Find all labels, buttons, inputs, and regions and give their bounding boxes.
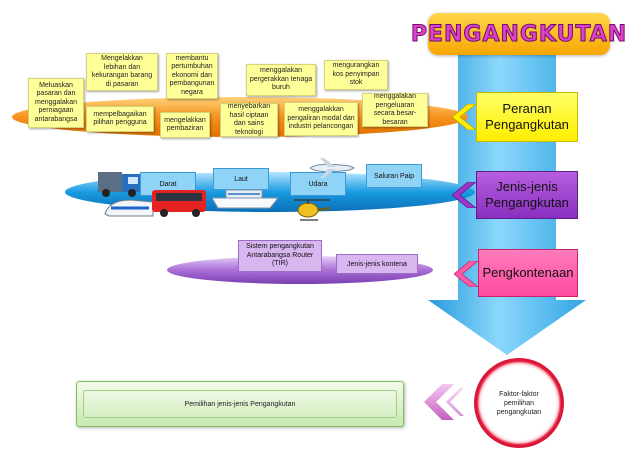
title-banner: PENGANGKUTAN [410, 13, 627, 55]
kontena-tir: Sistem pengangkutan Antarabangsa Router … [238, 240, 322, 272]
note-peranan-8: menggalakkan pengaliran modal dan indust… [284, 102, 358, 136]
pemilihan-label: Pemilihan jenis-jenis Pengangkutan [184, 400, 296, 408]
note-peranan-7: menggalakan pergerakkan tenaga buruh [246, 64, 316, 96]
helicopter-icon [294, 199, 331, 221]
chevron-left-icon [424, 384, 464, 420]
kontena-label: Pengkontenaan [482, 265, 574, 280]
kontena-jenis: Jenis-jenis kontena [336, 254, 418, 274]
note-peranan-6: menyebarkan hasil ciptaan dan sains tekn… [220, 103, 278, 137]
peranan-label: Peranan Pengangkutan [485, 101, 569, 132]
chevron-left-icon [452, 104, 476, 130]
kontena-box: Pengkontenaan [478, 249, 578, 297]
airplane-icon [309, 158, 356, 178]
note-peranan-3: mempelbagaikan pilihan pengguna [86, 106, 154, 132]
note-peranan-9: mengurangkan kos penyimpan stok [324, 60, 388, 90]
faktor-circle: Faktor-faktor pemilihan pengangkutan [474, 358, 564, 448]
chevron-left-icon [452, 182, 476, 208]
note-peranan-5: mengelakkan pembaziran [160, 112, 210, 138]
jenis-udara: Udara [290, 172, 346, 196]
pemilihan-box: Pemilihan jenis-jenis Pengangkutan [76, 381, 404, 427]
peranan-box: Peranan Pengangkutan [476, 92, 578, 142]
pemilihan-inner: Pemilihan jenis-jenis Pengangkutan [83, 390, 397, 418]
jenis-label: Jenis-jenis Pengangkutan [485, 179, 569, 210]
ship-icon [212, 189, 278, 209]
bus-icon [152, 190, 206, 217]
page-title: PENGANGKUTAN [410, 21, 628, 47]
jenis-box: Jenis-jenis Pengangkutan [476, 171, 578, 219]
note-peranan-1: Meluaskan pasaran dan menggalakan pernia… [28, 78, 84, 128]
bullet-train-icon [104, 199, 154, 217]
chevron-left-icon [454, 261, 478, 287]
jenis-saluran-paip: Saluran Paip [366, 164, 422, 188]
note-peranan-10: menggalakan pengeluaran secara besar-bes… [362, 93, 428, 127]
note-peranan-2: Mengelakkan lebihan dan kekurangan baran… [86, 53, 158, 91]
note-peranan-4: membantu pertumbuhan ekonomi dan pembang… [166, 53, 218, 99]
truck-icon [98, 172, 140, 197]
faktor-circle-label: Faktor-faktor pemilihan pengangkutan [496, 390, 542, 416]
